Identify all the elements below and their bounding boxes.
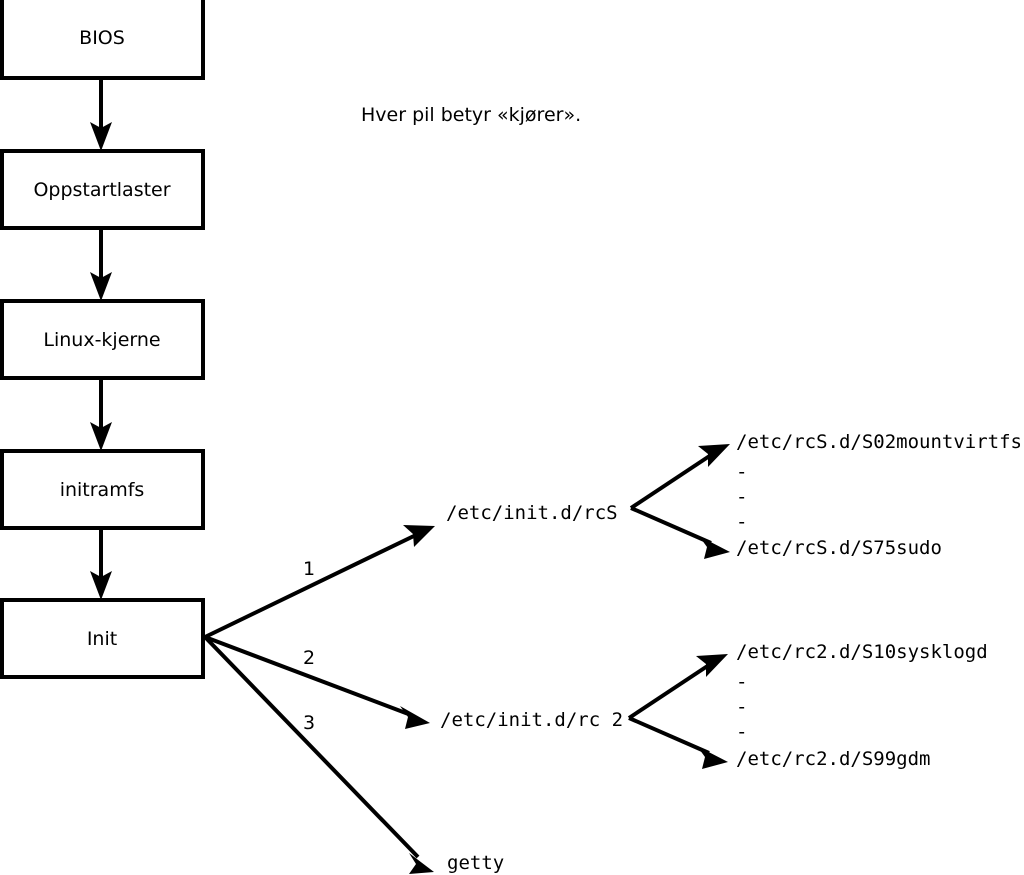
rcs-ellipsis-dash-3: -	[736, 511, 747, 533]
node-initramfs-label: initramfs	[60, 479, 145, 501]
arrow-kernel-to-initramfs	[90, 379, 112, 451]
rcs-ellipsis-dash-1: -	[736, 461, 747, 483]
branch-number-2: 2	[303, 647, 315, 669]
node-init-rect	[0, 598, 205, 679]
arrow-rc2-to-last-script	[628, 716, 728, 769]
node-bootloader-rect	[0, 149, 205, 230]
arrow-initramfs-to-init	[90, 529, 112, 600]
arrow-bootloader-to-kernel	[90, 229, 112, 301]
node-kernel-label: Linux-kjerne	[43, 329, 160, 351]
rcs-ellipsis-dash-2: -	[736, 486, 747, 508]
rcs-script-first: /etc/rcS.d/S02mountvirtfs	[736, 431, 1022, 453]
target-label-rcs: /etc/init.d/rcS	[446, 502, 618, 524]
arrow-rcs-to-last-script	[630, 506, 730, 559]
node-bios[interactable]: BIOS	[0, 0, 205, 80]
branch-number-3: 3	[303, 712, 315, 734]
node-bios-rect	[0, 0, 205, 80]
node-kernel-rect	[0, 299, 205, 380]
node-initramfs[interactable]: initramfs	[0, 449, 205, 530]
branch-number-1: 1	[303, 558, 315, 580]
arrow-rcs-to-first-script	[629, 444, 730, 510]
rc2-ellipsis-dash-3: -	[736, 721, 747, 743]
node-kernel[interactable]: Linux-kjerne	[0, 299, 205, 380]
diagram-caption: Hver pil betyr «kjører».	[361, 104, 581, 126]
node-initramfs-rect	[0, 449, 205, 530]
node-init-label: Init	[87, 628, 117, 650]
target-label-getty: getty	[447, 852, 504, 874]
node-bios-label: BIOS	[79, 27, 125, 49]
node-init[interactable]: Init	[0, 598, 205, 679]
rc2-ellipsis-dash-2: -	[736, 696, 747, 718]
arrow-init-to-rc2	[204, 635, 430, 729]
rc2-ellipsis-dash-1: -	[736, 671, 747, 693]
node-bootloader-label: Oppstartlaster	[33, 179, 170, 201]
target-label-rc2: /etc/init.d/rc 2	[440, 709, 623, 731]
arrow-init-to-getty	[203, 635, 434, 874]
rc2-script-last: /etc/rc2.d/S99gdm	[736, 748, 930, 770]
rcs-script-last: /etc/rcS.d/S75sudo	[736, 537, 942, 559]
arrow-init-to-rcs	[204, 525, 435, 639]
node-bootloader[interactable]: Oppstartlaster	[0, 149, 205, 230]
arrow-bios-to-bootloader	[90, 79, 112, 151]
arrow-rc2-to-first-script	[627, 654, 728, 720]
rc2-script-first: /etc/rc2.d/S10sysklogd	[736, 641, 988, 663]
